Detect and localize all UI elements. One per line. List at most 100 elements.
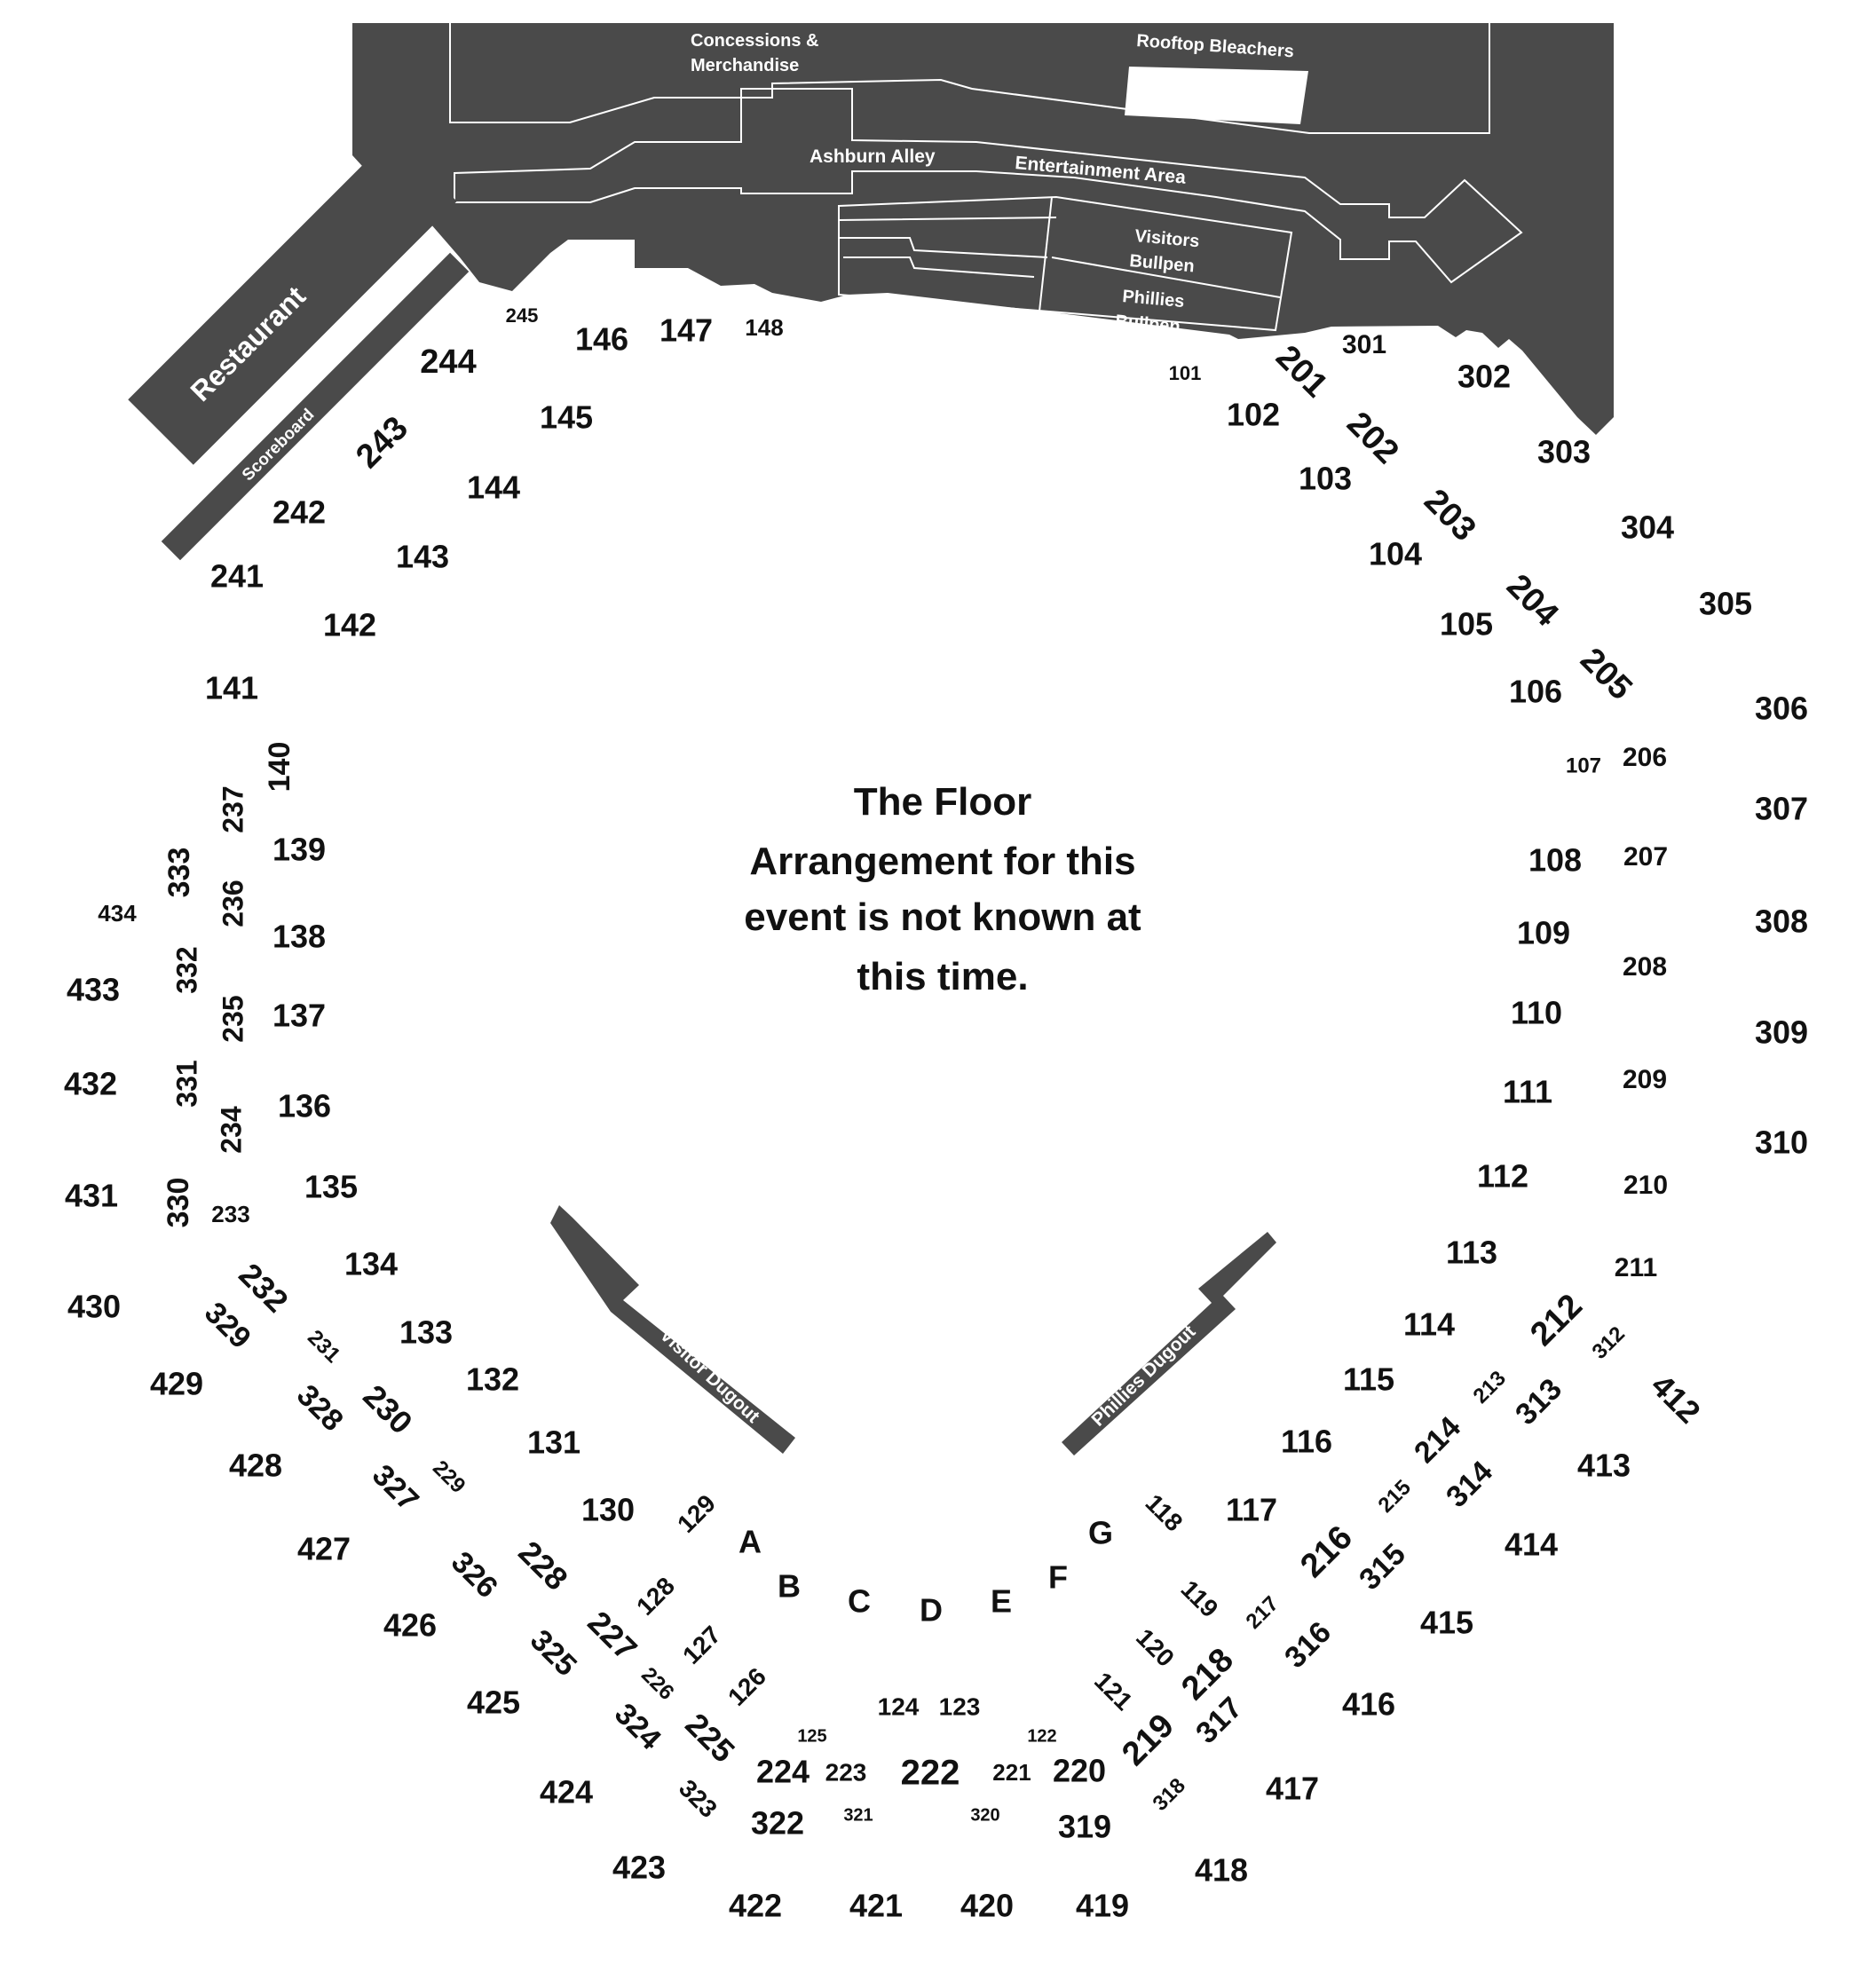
section-216[interactable]: 216 [1293, 1519, 1360, 1585]
section-102[interactable]: 102 [1227, 397, 1280, 433]
section-223[interactable]: 223 [825, 1758, 867, 1786]
section-313[interactable]: 313 [1509, 1372, 1568, 1432]
section-228[interactable]: 228 [511, 1534, 574, 1597]
section-425[interactable]: 425 [467, 1684, 520, 1721]
section-105[interactable]: 105 [1440, 606, 1493, 643]
section-416[interactable]: 416 [1342, 1686, 1395, 1723]
section-231[interactable]: 231 [303, 1325, 344, 1367]
section-323[interactable]: 323 [674, 1774, 723, 1823]
section-f[interactable]: F [1048, 1559, 1068, 1596]
section-210[interactable]: 210 [1623, 1171, 1668, 1200]
section-137[interactable]: 137 [272, 998, 326, 1034]
section-333[interactable]: 333 [162, 848, 196, 898]
section-134[interactable]: 134 [344, 1246, 398, 1282]
section-236[interactable]: 236 [217, 880, 249, 927]
section-138[interactable]: 138 [272, 919, 326, 955]
section-413[interactable]: 413 [1577, 1448, 1631, 1484]
section-114[interactable]: 114 [1403, 1306, 1455, 1343]
section-322[interactable]: 322 [751, 1805, 804, 1842]
section-422[interactable]: 422 [729, 1888, 782, 1924]
section-432[interactable]: 432 [64, 1066, 117, 1102]
section-115[interactable]: 115 [1343, 1361, 1394, 1398]
section-306[interactable]: 306 [1755, 690, 1808, 727]
section-243[interactable]: 243 [349, 409, 415, 476]
section-308[interactable]: 308 [1755, 903, 1808, 940]
section-146[interactable]: 146 [575, 321, 628, 358]
section-140[interactable]: 140 [263, 742, 296, 793]
section-101[interactable]: 101 [1169, 362, 1202, 384]
section-117[interactable]: 117 [1226, 1492, 1277, 1528]
section-110[interactable]: 110 [1511, 995, 1562, 1031]
section-428[interactable]: 428 [229, 1448, 282, 1484]
section-129[interactable]: 129 [672, 1489, 721, 1538]
section-103[interactable]: 103 [1299, 461, 1352, 497]
section-109[interactable]: 109 [1517, 915, 1570, 951]
section-212[interactable]: 212 [1523, 1287, 1590, 1353]
section-b[interactable]: B [778, 1568, 801, 1605]
section-125[interactable]: 125 [797, 1726, 826, 1746]
section-226[interactable]: 226 [636, 1662, 678, 1704]
section-415[interactable]: 415 [1420, 1605, 1473, 1641]
section-112[interactable]: 112 [1477, 1158, 1528, 1195]
section-417[interactable]: 417 [1266, 1771, 1319, 1807]
section-118[interactable]: 118 [1141, 1489, 1189, 1537]
section-331[interactable]: 331 [170, 1060, 202, 1107]
section-219[interactable]: 219 [1115, 1707, 1181, 1773]
section-139[interactable]: 139 [272, 832, 326, 868]
section-221[interactable]: 221 [992, 1759, 1031, 1786]
section-127[interactable]: 127 [677, 1621, 726, 1669]
section-201[interactable]: 201 [1268, 338, 1335, 405]
section-241[interactable]: 241 [210, 558, 264, 595]
section-424[interactable]: 424 [540, 1774, 593, 1810]
section-a[interactable]: A [738, 1524, 762, 1560]
section-126[interactable]: 126 [723, 1662, 771, 1711]
section-328[interactable]: 328 [290, 1378, 350, 1438]
section-237[interactable]: 237 [217, 785, 249, 832]
section-c[interactable]: C [848, 1583, 871, 1620]
section-433[interactable]: 433 [67, 972, 120, 1008]
section-303[interactable]: 303 [1537, 434, 1591, 470]
section-123[interactable]: 123 [939, 1692, 981, 1720]
section-327[interactable]: 327 [366, 1458, 425, 1518]
section-148[interactable]: 148 [745, 314, 783, 341]
section-132[interactable]: 132 [466, 1361, 519, 1398]
section-434[interactable]: 434 [98, 900, 137, 927]
section-206[interactable]: 206 [1623, 743, 1667, 772]
section-133[interactable]: 133 [399, 1314, 453, 1351]
section-426[interactable]: 426 [383, 1607, 437, 1644]
section-136[interactable]: 136 [278, 1088, 331, 1124]
section-321[interactable]: 321 [843, 1805, 873, 1825]
section-332[interactable]: 332 [170, 946, 202, 993]
section-205[interactable]: 205 [1573, 641, 1639, 707]
section-204[interactable]: 204 [1499, 567, 1566, 634]
section-314[interactable]: 314 [1440, 1455, 1499, 1514]
section-318[interactable]: 318 [1148, 1773, 1189, 1815]
section-244[interactable]: 244 [420, 343, 476, 381]
section-329[interactable]: 329 [198, 1296, 257, 1355]
section-122[interactable]: 122 [1027, 1726, 1056, 1746]
section-222[interactable]: 222 [901, 1754, 960, 1793]
section-111[interactable]: 111 [1503, 1074, 1552, 1110]
section-232[interactable]: 232 [232, 1256, 295, 1319]
section-147[interactable]: 147 [660, 312, 713, 349]
section-307[interactable]: 307 [1755, 791, 1808, 827]
section-209[interactable]: 209 [1623, 1065, 1667, 1094]
section-320[interactable]: 320 [970, 1805, 999, 1825]
section-316[interactable]: 316 [1278, 1615, 1338, 1675]
section-414[interactable]: 414 [1505, 1526, 1558, 1563]
section-215[interactable]: 215 [1373, 1475, 1415, 1517]
section-135[interactable]: 135 [304, 1169, 358, 1205]
section-214[interactable]: 214 [1408, 1410, 1467, 1470]
section-430[interactable]: 430 [67, 1289, 121, 1325]
section-207[interactable]: 207 [1623, 842, 1668, 872]
section-423[interactable]: 423 [612, 1850, 666, 1886]
section-130[interactable]: 130 [581, 1492, 635, 1528]
section-245[interactable]: 245 [506, 304, 539, 327]
section-312[interactable]: 312 [1587, 1321, 1629, 1363]
section-144[interactable]: 144 [467, 469, 520, 506]
section-106[interactable]: 106 [1509, 674, 1562, 710]
section-131[interactable]: 131 [527, 1424, 581, 1461]
section-310[interactable]: 310 [1755, 1124, 1808, 1161]
section-119[interactable]: 119 [1176, 1575, 1224, 1623]
section-230[interactable]: 230 [356, 1377, 419, 1440]
